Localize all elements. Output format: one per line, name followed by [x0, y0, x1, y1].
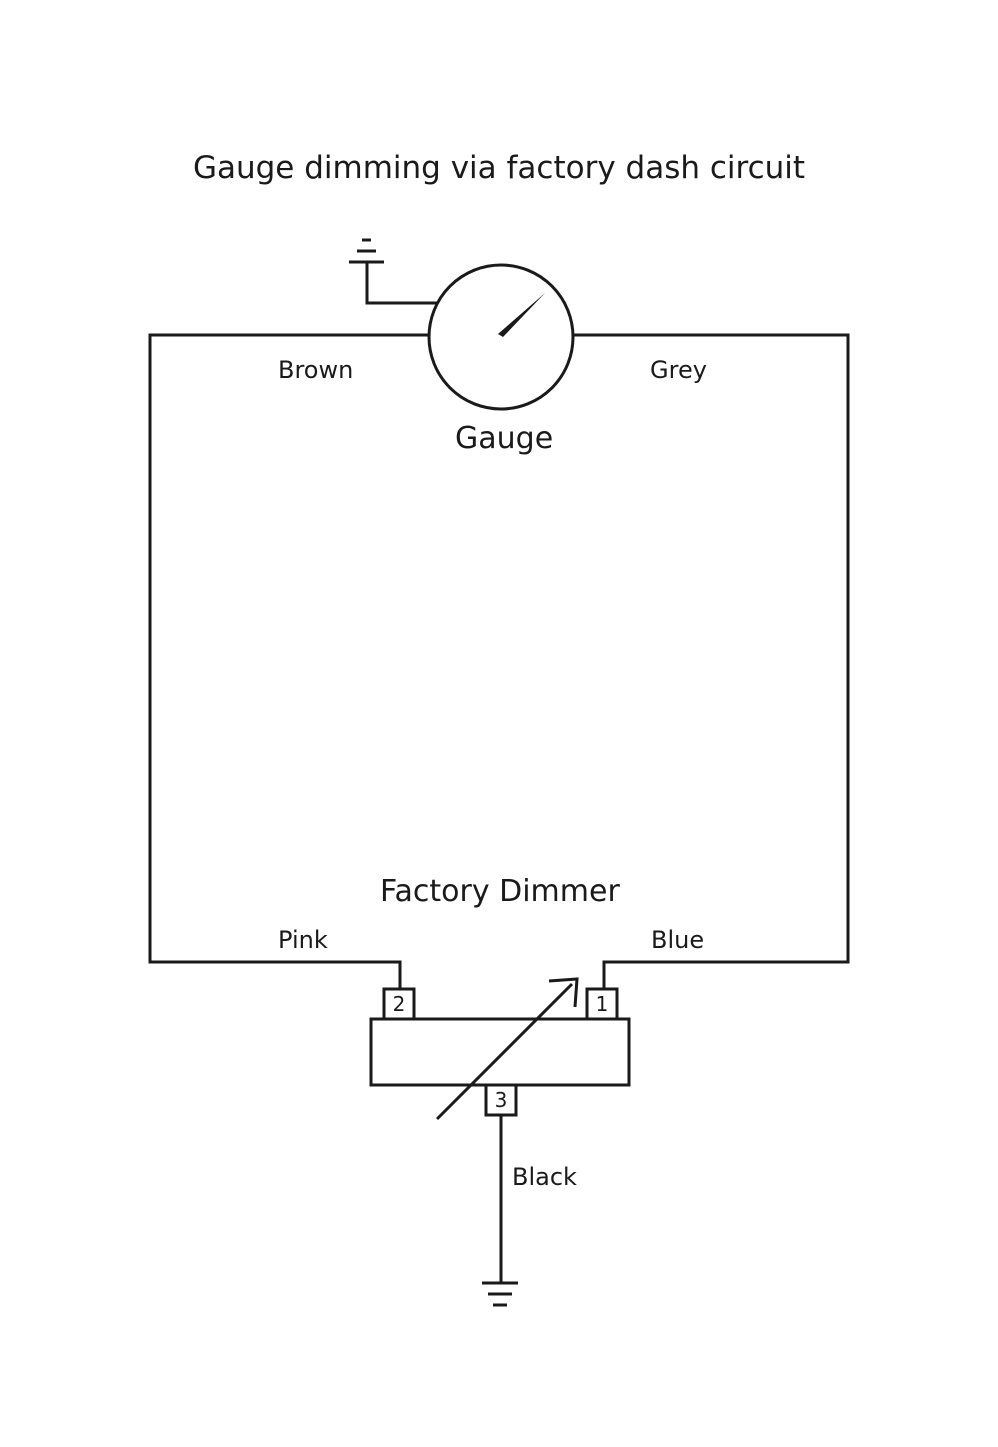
grey-wire: [573, 333, 850, 989]
gauge-symbol: [427, 263, 575, 411]
blue-wire-label: Blue: [651, 926, 705, 954]
brown-wire: [148, 333, 429, 989]
dimmer-pin-2-label: 2: [392, 992, 406, 1016]
gauge-circle: [427, 263, 575, 411]
black-wire-label: Black: [512, 1163, 577, 1191]
pink-wire-label: Pink: [278, 926, 328, 954]
brown-wire-label: Brown: [278, 356, 354, 384]
gauge-ground-wire: [365, 262, 437, 305]
gauge-needle: [498, 293, 545, 337]
diagram-title: Gauge dimming via factory dash circuit: [192, 150, 806, 186]
dimmer-body: [369, 1017, 631, 1087]
dimmer-pin-1-label: 1: [595, 992, 609, 1016]
dimmer-pin-3-label: 3: [494, 1088, 508, 1112]
dimmer-label: Factory Dimmer: [380, 874, 620, 909]
grey-wire-label: Grey: [650, 356, 707, 384]
gauge-ground-symbol: [349, 238, 384, 264]
gauge-label: Gauge: [455, 421, 554, 456]
variable-arrow-icon: [435, 977, 579, 1121]
dimmer-ground-symbol: [482, 1281, 518, 1307]
